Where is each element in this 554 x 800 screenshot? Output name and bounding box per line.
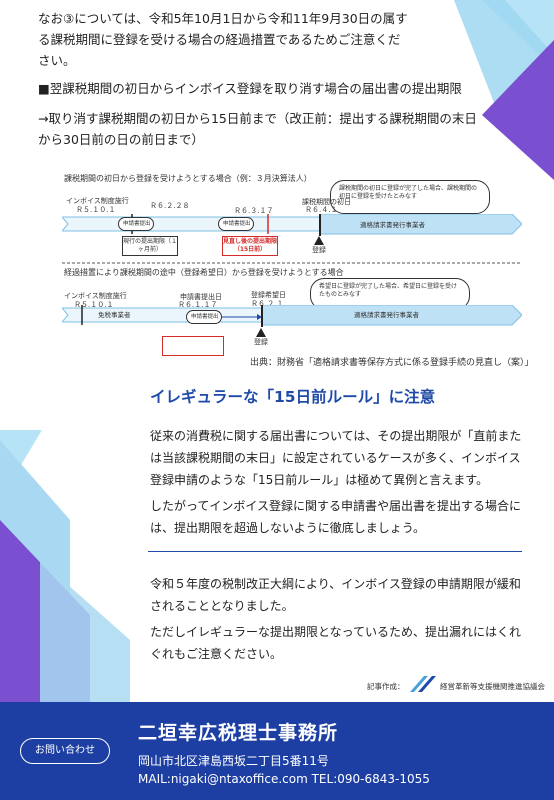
d2-note <box>162 336 224 356</box>
d1-band-right: 適格請求書発行事業者 <box>360 221 425 229</box>
section-title: イレギュラーな「15日前ルール」に注意 <box>150 388 436 406</box>
d1-registration: 登録 <box>312 246 326 254</box>
d2-invoice-start: インボイス制度施行 <box>64 292 127 300</box>
d1-period-start: 課税期間の初日 <box>302 198 351 206</box>
d1-registration-marker <box>314 236 324 245</box>
d2-band-left: 免税事業者 <box>98 311 131 319</box>
d2-band-right: 適格請求書発行事業者 <box>354 311 419 319</box>
diagram-divider <box>62 262 522 264</box>
office-name: 二垣幸広税理士事務所 <box>138 722 339 744</box>
section-paragraph-4: ただしイレギュラーな提出期限となっているため、提出漏れにはくれぐれもご注意くださ… <box>150 625 522 661</box>
office-address: 岡山市北区津島西坂二丁目5番11号 <box>138 754 329 768</box>
intro-arrow-text: →取り消す課税期間の初日から15日前まで（改正前：提出する課税期間の末日から30… <box>38 111 477 147</box>
section-divider <box>148 551 522 552</box>
diagram1-title: 課税期間の初日から登録を受けようとする場合（例：３月決算法人） <box>64 174 312 183</box>
credit-org: 経営革新等支援機関推進協議会 <box>440 682 545 691</box>
d1-app-sub2: 申請書提出 <box>218 217 254 231</box>
source-citation: 出典：財務省「適格請求書等保存方式に係る登録手続の見直し（案）」 <box>250 358 534 368</box>
d2-registration: 登録 <box>254 338 268 346</box>
section-paragraph-3: 令和５年度の税制改正大綱により、インボイス登録の申請期限が緩和されることとなりま… <box>150 577 521 613</box>
d2-app-date-label: 申請書提出日 <box>180 293 222 301</box>
diagram1-callout: 課税期間の初日に登録が完了した場合、課税期間の初日に登録を受けたとみなす <box>330 180 490 214</box>
org-logo-icon <box>410 676 436 692</box>
d2-app-sub: 申請書提出 <box>186 310 222 324</box>
intro-heading: ■翌課税期間の初日からインボイス登録を取り消す場合の届出書の提出期限 <box>38 81 462 96</box>
d1-app-sub1: 申請書提出 <box>118 217 154 231</box>
office-contact-line: MAIL:nigaki@ntaxoffice.com TEL:090-6843-… <box>138 772 430 786</box>
contact-button[interactable]: お問い合わせ <box>20 738 110 764</box>
intro-note: なお③については、令和5年10月1日から令和11年9月30日の属する課税期間に登… <box>38 11 408 68</box>
d2-hope-date: Ｒ６.２.１ <box>251 300 284 308</box>
d1-current-deadline: 現行の提出期限（１ヶ月前） <box>122 236 178 256</box>
section-paragraph-1: 従来の消費税に関する届出書については、その提出期限が「直前または当該課税期間の末… <box>150 429 522 487</box>
d1-new-deadline: 見直し後の提出期限（15日前） <box>222 236 278 256</box>
d1-invoice-start: インボイス制度施行 <box>66 197 129 205</box>
d2-invoice-date: Ｒ５.１０.１ <box>74 301 114 309</box>
diagram2-title: 経過措置により課税期間の途中（登録希望日）から登録を受けようとする場合 <box>64 268 344 277</box>
credit-label: 記事作成： <box>367 682 405 691</box>
footer: お問い合わせ 二垣幸広税理士事務所 岡山市北区津島西坂二丁目5番11号 MAIL… <box>0 702 554 800</box>
d1-invoice-date: Ｒ５.１０.１ <box>76 206 116 214</box>
section-paragraph-2: したがってインボイス登録に関する申請書や届出書を提出する場合には、提出期限を超過… <box>150 499 522 535</box>
d2-registration-marker <box>256 328 266 337</box>
d1-date1: Ｒ６.２.２８ <box>150 202 190 210</box>
d1-date3: Ｒ６.４.１ <box>305 206 338 214</box>
d1-date2: Ｒ６.３.１７ <box>234 207 274 215</box>
diagram2-timeline <box>62 305 522 327</box>
d2-app-date: Ｒ６.１.１７ <box>178 301 218 309</box>
d2-hope-label: 登録希望日 <box>251 291 286 299</box>
